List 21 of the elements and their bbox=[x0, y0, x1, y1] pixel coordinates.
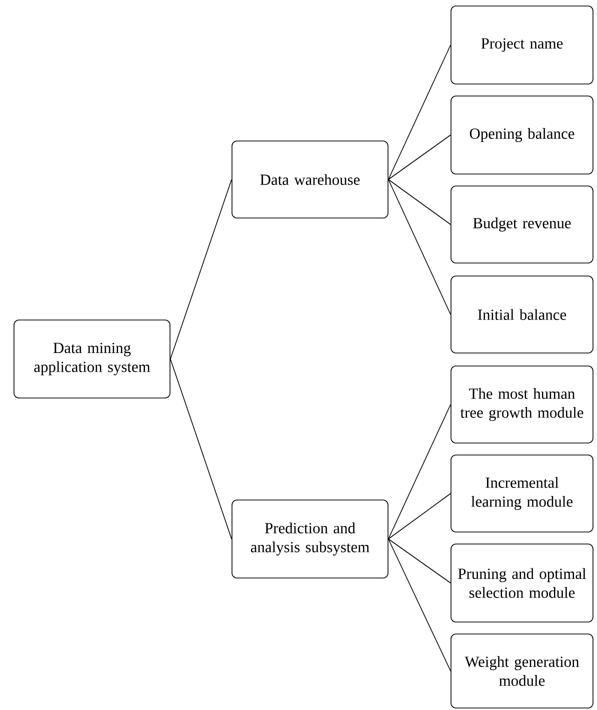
process-box: Incremental learning module bbox=[450, 454, 594, 532]
connector-line bbox=[388, 179, 451, 225]
connector-line bbox=[388, 493, 451, 540]
connector-line bbox=[388, 44, 451, 180]
process-box: Data warehouse bbox=[232, 140, 388, 218]
connector-line bbox=[170, 358, 232, 540]
process-box: Data mining application system bbox=[14, 320, 170, 398]
process-box: Project name bbox=[450, 6, 594, 84]
process-box: Prediction and analysis subsystem bbox=[232, 500, 388, 578]
process-box: The most human tree growth module bbox=[450, 366, 594, 444]
connector-line bbox=[388, 538, 451, 672]
connector-line bbox=[388, 134, 451, 180]
connector-line bbox=[388, 404, 451, 540]
connector-line bbox=[170, 179, 232, 360]
connector-line bbox=[388, 538, 451, 584]
process-box: Weight generation module bbox=[450, 634, 594, 708]
process-box: Pruning and optimal selection module bbox=[450, 544, 594, 622]
connector-line bbox=[388, 179, 451, 315]
process-box: Budget revenue bbox=[450, 186, 594, 264]
process-box: Initial balance bbox=[450, 276, 594, 354]
process-box: Opening balance bbox=[450, 96, 594, 174]
